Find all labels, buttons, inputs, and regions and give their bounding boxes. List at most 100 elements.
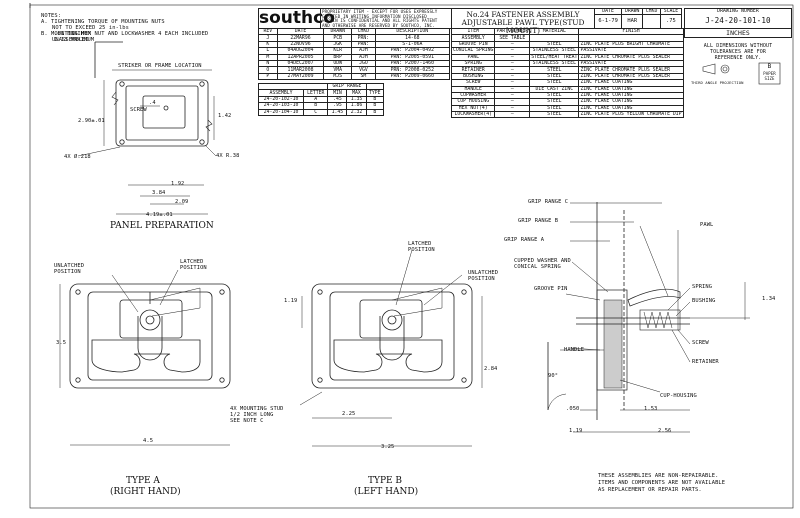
units-label: INCHES: [726, 29, 750, 37]
parts-row-cell: SEE TABLE: [494, 34, 531, 42]
type-b-drawing: [299, 249, 483, 447]
drawing-number-box: DRAWING NUMBER J-24-20-101-10: [684, 8, 792, 29]
footer-line-1: THESE ASSEMBLIES ARE NON-REPAIRABLE.: [598, 473, 719, 479]
grip-header-type: TYPE: [365, 89, 385, 97]
grip-row-cell: 24-20-104-10: [257, 108, 305, 116]
scale-value: .75: [659, 14, 683, 30]
panel-dim-min: .81 MINIMUM: [54, 31, 91, 37]
note-line-3: B. MOUNTING HEX NUT AND LOCKWASHER 4 EAC…: [41, 31, 209, 37]
notes-title: NOTES:: [41, 13, 62, 19]
parts-row-cell: ZINC PLATE CHROMATE PLUS SEALER: [578, 72, 684, 81]
dim-134: 1.34: [762, 296, 776, 302]
parts-row-cell: STEEL: [529, 91, 580, 100]
parts-row-cell: ZINC PLATE CHROMATE PLUS SEALER: [578, 53, 684, 61]
spring-label: SPRING: [692, 284, 713, 290]
revision-row-cell: JGO: [351, 59, 376, 68]
groove-pin-label: GROOVE PIN: [534, 286, 568, 292]
parts-row-cell: STEEL: [529, 98, 580, 106]
parts-row-cell: ZINC FLAKE COATING: [578, 85, 684, 93]
grip-row-cell: 24-20-103-10: [257, 102, 305, 110]
type-b-subcaption: (LEFT HAND): [354, 487, 419, 497]
grip-row-cell: B: [365, 102, 385, 110]
type-b-width-1: 2.25: [342, 411, 356, 417]
panel-screw-label: SCREW: [130, 107, 147, 113]
retainer-label: RETAINER: [692, 359, 719, 365]
parts-row-cell: STEEL: [529, 111, 580, 119]
handle-label: HANDLE: [564, 347, 585, 353]
grip-row-cell: B: [365, 108, 385, 116]
dim-256: 2.56: [658, 428, 672, 434]
parts-row-cell: ZINC PLATE PLUS BRIGHT CHROMATE: [578, 40, 684, 49]
tolerance-line-1: ALL DIMENSIONS WITHOUT: [703, 43, 773, 49]
paper-size-letter: B: [767, 63, 772, 70]
cup-housing-label: CUP-HOUSING: [660, 393, 697, 399]
revision-row-cell: MJS: [323, 72, 353, 81]
parts-row-cell: ZINC FLAKE COATING: [578, 79, 684, 87]
paper-size-paper: PAPER: [763, 71, 776, 76]
parts-row-cell: ZINC PLATE CHROMATE PLUS SEALER: [578, 66, 684, 74]
parts-row-cell: STAINLESS STEEL: [529, 47, 580, 55]
parts-row-cell: STAINLESS STEEL: [529, 59, 580, 68]
bushing-label: BUSHING: [692, 298, 716, 304]
footer-line-2: ITEMS AND COMPONENTS ARE NOT AVAILABLE: [598, 480, 726, 486]
panel-radius-label: 4X R.38: [216, 153, 240, 159]
note-line-2: NOT TO EXCEED 25 in-lbs: [52, 25, 129, 31]
stud-note-line-1: 4X MOUNTING STUD: [230, 406, 284, 412]
type-a-unlatched-position: POSITION: [54, 269, 81, 275]
logo-box: southco: [258, 8, 335, 29]
panel-width-1: 1.92: [171, 181, 185, 187]
angle-dim: 90°: [548, 373, 559, 379]
drawing-title-box: No.24 FASTENER ASSEMBLY ADJUSTABLE PAWL …: [451, 8, 595, 35]
scale-label: SCALE: [659, 7, 683, 16]
parts-row-cell: CONICAL SPRING: [450, 47, 496, 55]
grip-range-group-header: GRIP RANGE: [327, 82, 367, 91]
date-label: DATE: [593, 7, 623, 16]
pawl-label: PAWL: [700, 222, 714, 228]
type-b-width-2: 3.25: [381, 444, 395, 450]
proprietary-line-2: GRANTED IN WRITING INFORMATION DISCLOSED: [322, 13, 427, 19]
note-line-1: A. TIGHTENING TORQUE OF MOUNTING NUTS: [41, 19, 165, 25]
grip-row-cell: B: [365, 95, 385, 104]
footer-line-3: AS REPLACEMENT OR REPAIR PARTS.: [598, 487, 702, 493]
type-a-latched: LATCHED: [180, 259, 204, 265]
parts-table: ITEM PART NUMBER MATERIAL FINISH ASSEMBL…: [450, 27, 684, 119]
parts-row-cell: ZINC PLATE PLUS YELLOW CHROMATE DIP: [578, 111, 684, 119]
grip-row-cell: C: [303, 108, 329, 116]
grip-range-table: GRIP RANGE ASSEMBLY LETTER MIN MAX TYPE …: [257, 82, 385, 116]
panel-dim-max: 1.13 MAXIMUM: [54, 37, 95, 43]
type-a-height-dim: 3.5: [56, 340, 67, 346]
grip-header-letter: LETTER: [303, 89, 329, 97]
type-b-latched-position: POSITION: [408, 247, 435, 253]
revision-row-cell: PRN: P2008-0252: [374, 66, 451, 74]
type-b-right-dim: 2.84: [484, 366, 498, 372]
parts-row-cell: ZINC FLAKE COATING: [578, 98, 684, 106]
revision-row-cell: PRN: P2007-1460: [374, 59, 451, 68]
grip-row-cell: B: [303, 102, 329, 110]
revision-row-cell: SM: [351, 72, 376, 81]
note-line-4: UNASSEMBLED: [52, 37, 89, 43]
parts-row-cell: CUPWASHER: [450, 91, 496, 100]
parts-row-cell: ZINC FLAKE COATING: [578, 91, 684, 100]
type-a-unlatched: UNLATCHED: [54, 263, 85, 269]
grip-row-cell: A: [303, 95, 329, 104]
grip-range-a-label: GRIP RANGE A: [504, 237, 545, 243]
screw-label: SCREW: [692, 340, 709, 346]
dim-050: .050: [566, 406, 580, 412]
panel-hole-dim: .4: [149, 100, 156, 106]
tolerance-line-3: REFERENCE ONLY.: [714, 55, 762, 61]
parts-row-cell: SCREW: [450, 79, 496, 87]
panel-preparation-caption: PANEL PREPARATION: [110, 221, 214, 231]
grip-row-cell: 24-20-102-10: [257, 95, 305, 104]
parts-row-cell: RETAINER: [450, 66, 496, 74]
proprietary-line-3: HEREIN IS CONFIDENTIAL AND ALL RIGHTS PA…: [322, 18, 438, 24]
